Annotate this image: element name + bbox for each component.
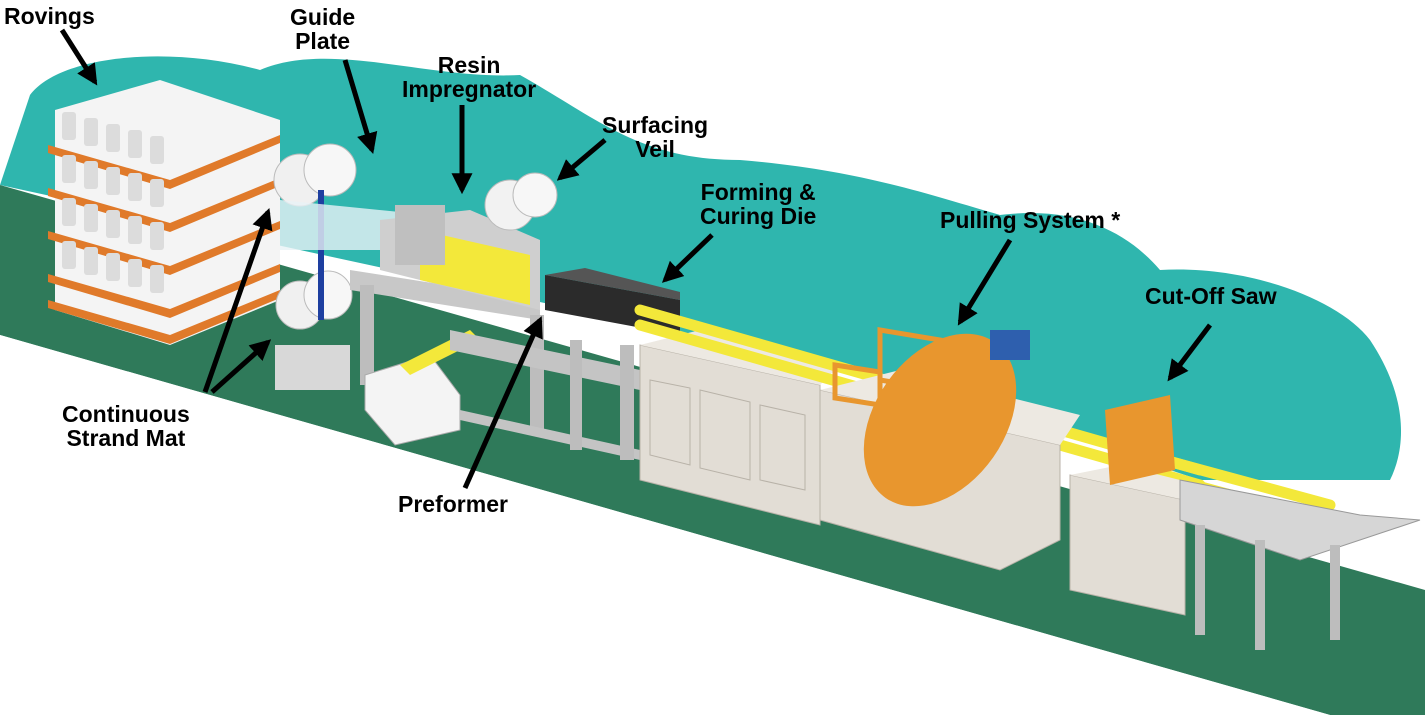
arrow-surfacing-veil	[556, 138, 607, 181]
forming-die	[545, 268, 680, 335]
label-forming-curing-die: Forming & Curing Die	[700, 179, 817, 229]
strand-mat-rolls	[273, 143, 357, 390]
arrow-forming-die	[661, 233, 714, 283]
arrow-strand-mat-upper	[202, 208, 273, 393]
arrow-pulling-system	[957, 238, 1013, 326]
arrow-strand-mat-lower	[210, 339, 272, 394]
rovings-rack	[48, 80, 280, 345]
pulling-system	[819, 327, 1080, 571]
surfacing-veil-rolls	[484, 172, 558, 231]
arrow-cut-off-saw	[1167, 323, 1212, 382]
label-continuous-strand-mat: Continuous Strand Mat	[62, 401, 190, 451]
label-surfacing-veil: Surfacing Veil	[602, 112, 709, 162]
roller-conveyor	[1179, 479, 1421, 650]
label-preformer: Preformer	[398, 491, 508, 517]
callout-arrows	[59, 28, 1212, 490]
arrow-guide-plate	[342, 59, 378, 155]
impregnator-frame	[350, 205, 544, 435]
label-rovings: Rovings	[4, 3, 95, 29]
arrow-preformer	[462, 316, 543, 490]
preformer-frame	[450, 330, 640, 460]
floor-front	[0, 335, 1330, 715]
label-resin-impregnator: Resin Impregnator	[402, 52, 537, 102]
arrow-rovings	[59, 28, 98, 86]
label-cut-off-saw: Cut-Off Saw	[1145, 283, 1277, 309]
cut-off-saw	[1069, 395, 1200, 616]
label-pulling-system: Pulling System *	[940, 207, 1121, 233]
label-guide-plate: Guide Plate	[290, 4, 356, 54]
